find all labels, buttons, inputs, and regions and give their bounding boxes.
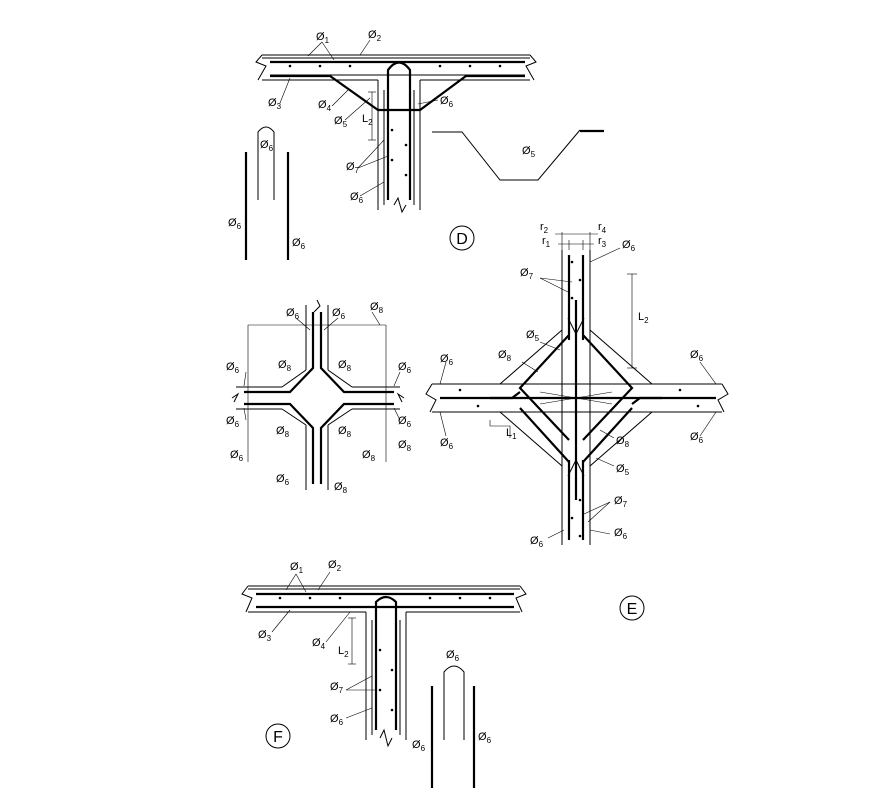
detail-e-tag: E [619, 595, 645, 621]
svg-text:r2: r2 [540, 221, 549, 235]
svg-text:L1: L1 [506, 427, 517, 441]
svg-text:Ø7: Ø7 [614, 495, 628, 509]
svg-text:L2: L2 [638, 311, 649, 325]
detail-f-wall [365, 595, 407, 748]
svg-text:Ø6: Ø6 [228, 217, 242, 231]
svg-text:Ø7: Ø7 [330, 681, 344, 695]
svg-text:Ø6: Ø6 [440, 353, 454, 367]
detail-e-vertical-wall [555, 232, 598, 545]
svg-text:L2: L2 [362, 113, 373, 127]
svg-text:Ø6: Ø6 [412, 739, 426, 753]
svg-text:D: D [456, 231, 468, 248]
cross-left-leaders [243, 311, 401, 421]
svg-text:Ø6: Ø6 [690, 349, 704, 363]
svg-text:r1: r1 [542, 235, 551, 249]
svg-text:Ø6: Ø6 [292, 237, 306, 251]
svg-text:r4: r4 [598, 221, 607, 235]
svg-text:Ø6: Ø6 [226, 415, 240, 429]
svg-text:Ø6: Ø6 [440, 437, 454, 451]
detail-e-rebar-dots [458, 260, 700, 538]
svg-text:Ø8: Ø8 [498, 349, 512, 363]
svg-text:Ø6: Ø6 [478, 731, 492, 745]
detail-cross-left: Ø6 Ø6 Ø8 Ø8 Ø8 Ø6 Ø6 Ø6 Ø6 Ø8 Ø8 Ø8 Ø6 Ø… [226, 299, 412, 495]
svg-text:Ø3: Ø3 [258, 629, 272, 643]
svg-text:Ø4: Ø4 [318, 99, 332, 113]
detail-e-leaders [439, 247, 717, 539]
svg-text:Ø6: Ø6 [690, 431, 704, 445]
detail-d-bent-bar: Ø5 [432, 129, 604, 181]
svg-text:Ø8: Ø8 [362, 449, 376, 463]
svg-text:Ø8: Ø8 [338, 359, 352, 373]
detail-e: L2 L1 r2 r1 r4 r3 Ø6 [425, 221, 729, 621]
svg-text:Ø5: Ø5 [616, 463, 630, 477]
svg-text:Ø6: Ø6 [398, 415, 412, 429]
detail-d-rebar-dots [288, 64, 502, 177]
svg-text:Ø7: Ø7 [346, 161, 360, 175]
detail-d: Ø1 Ø2 Ø3 Ø4 Ø5 Ø6 L2 Ø7 Ø6 Ø6 Ø6 Ø6 Ø5 D [228, 29, 604, 260]
detail-e-diagonals [490, 317, 662, 477]
detail-f-rebar-dots [278, 596, 492, 712]
svg-text:Ø8: Ø8 [616, 435, 630, 449]
svg-text:Ø5: Ø5 [526, 329, 540, 343]
svg-text:Ø6: Ø6 [446, 649, 460, 663]
svg-text:E: E [627, 601, 638, 618]
svg-text:Ø8: Ø8 [370, 301, 384, 315]
svg-text:Ø6: Ø6 [332, 307, 346, 321]
svg-text:Ø7: Ø7 [520, 267, 534, 281]
detail-f-loose-bars: Ø6 Ø6 Ø6 [412, 649, 492, 788]
detail-f-slab [241, 585, 527, 613]
detail-d-leaders [279, 39, 439, 197]
svg-text:Ø1: Ø1 [290, 561, 304, 575]
svg-text:Ø6: Ø6 [622, 239, 636, 253]
detail-f: Ø1 Ø2 Ø3 Ø4 L2 Ø7 Ø6 Ø6 Ø6 Ø6 F [241, 559, 527, 788]
svg-text:Ø6: Ø6 [226, 361, 240, 375]
detail-d-wall [377, 61, 421, 214]
detail-e-dimension-l1: L1 [489, 420, 517, 441]
svg-text:Ø8: Ø8 [334, 481, 348, 495]
svg-text:Ø8: Ø8 [276, 425, 290, 439]
cross-left-frame [247, 324, 387, 462]
detail-d-loose-bars: Ø6 Ø6 Ø6 [228, 126, 306, 260]
svg-text:Ø2: Ø2 [328, 559, 342, 573]
detail-d-labels: Ø1 Ø2 Ø3 Ø4 Ø5 Ø6 L2 Ø7 Ø6 [268, 29, 454, 205]
svg-text:Ø1: Ø1 [316, 31, 330, 45]
cross-left-walls [231, 299, 405, 490]
svg-text:Ø8: Ø8 [398, 439, 412, 453]
svg-text:Ø8: Ø8 [278, 359, 292, 373]
svg-text:Ø6: Ø6 [350, 191, 364, 205]
svg-text:Ø8: Ø8 [338, 425, 352, 439]
svg-text:Ø6: Ø6 [398, 361, 412, 375]
svg-text:Ø6: Ø6 [530, 535, 544, 549]
svg-text:r3: r3 [598, 235, 607, 249]
detail-e-horizontal-wall [425, 383, 729, 413]
svg-text:Ø3: Ø3 [268, 97, 282, 111]
detail-f-tag: F [265, 723, 291, 749]
svg-text:Ø6: Ø6 [230, 449, 244, 463]
svg-text:Ø2: Ø2 [368, 29, 382, 43]
detail-e-labels: r2 r1 r4 r3 Ø6 Ø7 Ø5 Ø8 Ø6 Ø6 Ø6 Ø6 Ø8 Ø… [440, 221, 704, 549]
svg-text:Ø6: Ø6 [330, 713, 344, 727]
svg-text:Ø6: Ø6 [260, 139, 274, 153]
cross-left-labels: Ø6 Ø6 Ø8 Ø8 Ø8 Ø6 Ø6 Ø6 Ø6 Ø8 Ø8 Ø8 Ø6 Ø… [226, 301, 412, 495]
detail-f-labels: Ø1 Ø2 Ø3 Ø4 L2 Ø7 Ø6 [258, 559, 349, 727]
svg-text:Ø6: Ø6 [440, 95, 454, 109]
detail-d-tag: D [449, 225, 475, 251]
svg-text:Ø5: Ø5 [334, 115, 348, 129]
svg-text:Ø6: Ø6 [614, 527, 628, 541]
svg-text:Ø4: Ø4 [312, 637, 326, 651]
svg-text:L2: L2 [338, 645, 349, 659]
detail-f-leaders [271, 571, 376, 719]
svg-text:Ø5: Ø5 [522, 145, 536, 159]
svg-text:F: F [273, 729, 283, 746]
svg-text:Ø6: Ø6 [286, 307, 300, 321]
svg-text:Ø6: Ø6 [276, 473, 290, 487]
detail-e-dimension-l2: L2 [627, 273, 649, 369]
